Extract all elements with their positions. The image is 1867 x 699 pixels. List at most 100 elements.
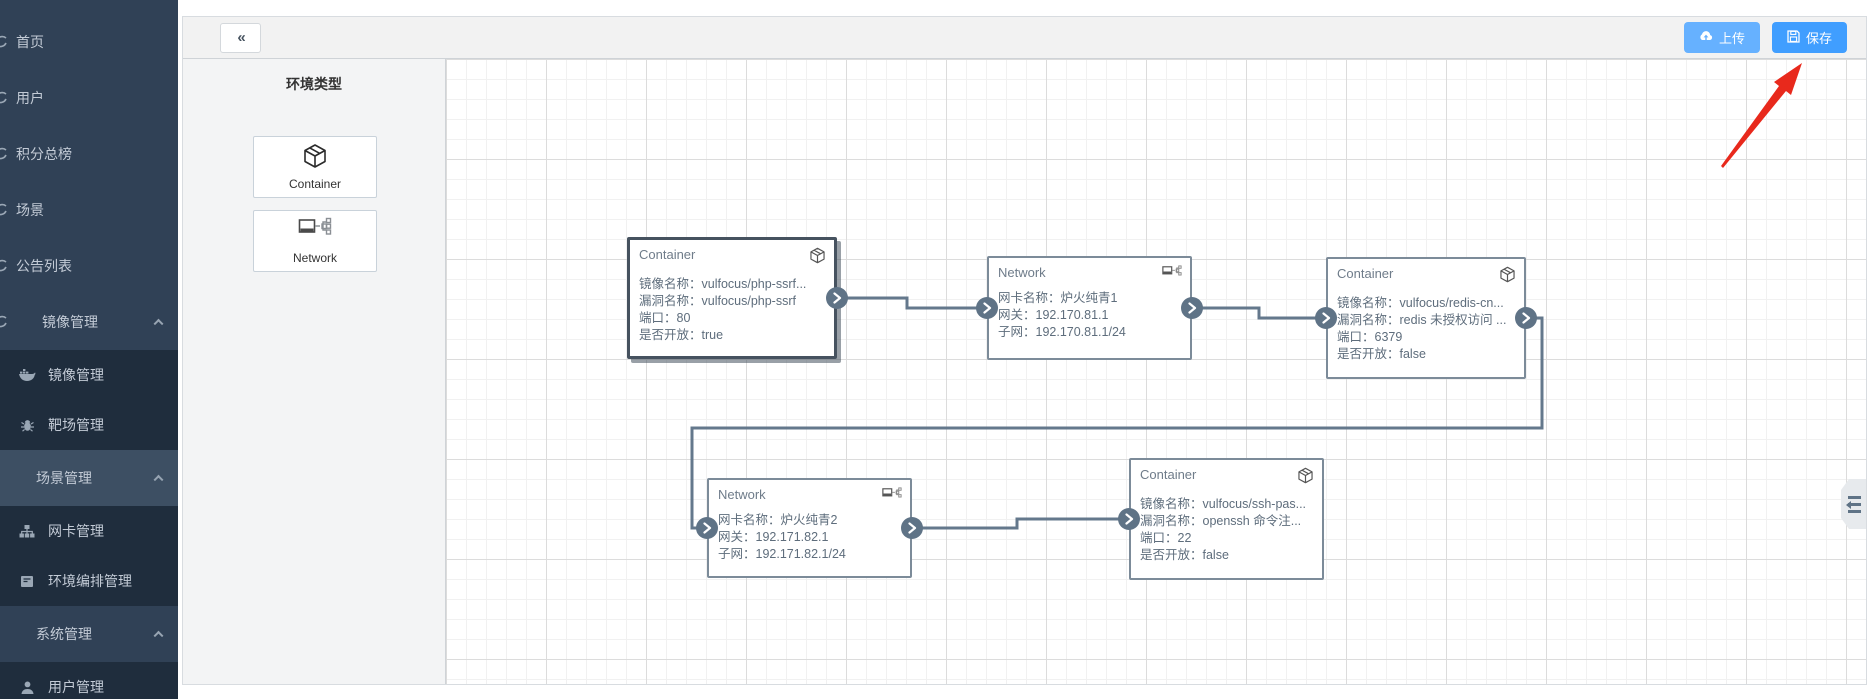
palette-item-container[interactable]: Container (253, 136, 377, 198)
sidebar-item-3-item[interactable]: 场景 (0, 182, 178, 238)
editor-frame: « 上传 保存 (182, 16, 1867, 685)
document-icon (14, 575, 40, 588)
sidebar-item-4-item[interactable]: 公告列表 (0, 238, 178, 294)
person-icon (14, 680, 40, 695)
double-chevron-left-icon: « (237, 29, 245, 46)
chevron-up-icon (153, 630, 164, 641)
container-cube-icon (1297, 467, 1314, 487)
node-connector-right[interactable] (901, 517, 923, 539)
node-connector-left[interactable] (1118, 508, 1140, 530)
container-cube-icon (809, 247, 826, 267)
sidebar-item-10-sub[interactable]: 环境编排管理 (0, 556, 178, 606)
node-connector-right[interactable] (1181, 297, 1203, 319)
node-field: 子网：192.171.82.1/24 (718, 547, 846, 561)
node-field: 端口：22 (1140, 531, 1192, 545)
sidebar: 首页用户积分总榜场景公告列表镜像管理镜像管理靶场管理场景管理网卡管理环境编排管理… (0, 0, 178, 699)
canvas-node-container-redis[interactable]: Container 镜像名称：vulfocus/redis-cn... 漏洞名称：r… (1326, 257, 1526, 379)
cloud-upload-icon (1699, 30, 1713, 45)
chevron-up-icon (153, 474, 164, 485)
sidebar-item-0-item[interactable]: 首页 (0, 14, 178, 70)
node-title: Network (998, 265, 1046, 280)
user-icon (0, 91, 8, 105)
collapse-panel-button[interactable]: « (220, 22, 261, 53)
announcement-icon (0, 259, 8, 273)
sidebar-item-9-sub[interactable]: 网卡管理 (0, 506, 178, 556)
save-button-label: 保存 (1805, 31, 1832, 46)
node-field: 是否开放：false (1337, 347, 1426, 361)
save-floppy-icon (1787, 29, 1800, 46)
chevron-right-icon (1125, 513, 1134, 525)
sidebar-item-label: 镜像管理 (48, 367, 104, 383)
sidebar-item-5-parent[interactable]: 镜像管理 (0, 294, 178, 350)
chevron-right-icon (703, 522, 712, 534)
palette-item-container-label: Container (288, 177, 342, 191)
sidebar-item-label: 积分总榜 (16, 146, 72, 162)
container-cube-icon (302, 143, 328, 174)
node-field: 漏洞名称：vulfocus/php-ssrf (639, 294, 796, 308)
connection-wire-3 (912, 517, 1129, 530)
node-field: 漏洞名称：openssh 命令注... (1140, 514, 1302, 528)
sidebar-item-label: 公告列表 (16, 258, 72, 274)
chevron-up-icon (153, 318, 164, 329)
network-node-icon (882, 487, 902, 503)
sidebar-item-8-parent[interactable]: 场景管理 (0, 450, 178, 506)
node-connector-left[interactable] (976, 297, 998, 319)
sidebar-item-12-sub[interactable]: 用户管理 (0, 662, 178, 699)
node-field: 漏洞名称：redis 未授权访问 ... (1337, 313, 1507, 327)
palette-title: 环境类型 (286, 76, 342, 92)
environment-type-palette: 环境类型 Container Network (183, 59, 446, 684)
network-node-icon (1162, 265, 1182, 281)
palette-item-network[interactable]: Network (253, 210, 377, 272)
node-field: 镜像名称：vulfocus/redis-cn... (1337, 296, 1504, 310)
node-connector-right[interactable] (826, 287, 848, 309)
node-title: Container (1337, 266, 1394, 281)
node-field: 端口：80 (639, 311, 691, 325)
network-node-icon (298, 217, 332, 248)
chevron-right-icon (1522, 312, 1531, 324)
chevron-right-icon (908, 522, 917, 534)
node-field: 网关：192.170.81.1 (998, 308, 1109, 322)
docker-icon (14, 368, 40, 382)
sidebar-item-label: 场景管理 (36, 470, 92, 486)
node-field: 镜像名称：vulfocus/ssh-pas... (1140, 497, 1307, 511)
bug-icon (14, 418, 40, 433)
upload-button-label: 上传 (1718, 31, 1745, 46)
save-button[interactable]: 保存 (1771, 22, 1847, 53)
sidebar-item-label: 网卡管理 (48, 523, 104, 539)
editor-body: 环境类型 Container Network (183, 59, 1866, 684)
node-field: 是否开放：true (639, 328, 724, 342)
node-field: 子网：192.170.81.1/24 (998, 325, 1126, 339)
palette-item-network-label: Network (292, 251, 337, 265)
node-connector-right[interactable] (1515, 307, 1537, 329)
sidebar-item-label: 靶场管理 (48, 417, 104, 433)
canvas-node-network-1[interactable]: Network 网卡名称：炉火纯青1 网关：192.170.81.1 子网：192.1… (987, 256, 1192, 360)
sidebar-item-7-sub[interactable]: 靶场管理 (0, 400, 178, 450)
connection-wire-0 (837, 296, 987, 310)
expand-right-panel-handle[interactable] (1841, 479, 1866, 529)
container-cube-icon (1499, 266, 1516, 286)
orchestration-canvas[interactable]: Container 镜像名称：vulfocus/php-ssrf... 漏洞名称：v… (446, 59, 1866, 684)
sidebar-item-label: 场景 (16, 202, 44, 218)
home-icon (0, 35, 8, 49)
sidebar-item-11-parent[interactable]: 系统管理 (0, 606, 178, 662)
ranking-icon (0, 147, 8, 161)
sidebar-item-2-item[interactable]: 积分总榜 (0, 126, 178, 182)
sidebar-item-1-item[interactable]: 用户 (0, 70, 178, 126)
node-field: 网卡名称：炉火纯青2 (718, 513, 838, 527)
sidebar-item-label: 系统管理 (36, 626, 92, 642)
sidebar-item-label: 用户管理 (48, 679, 104, 695)
node-connector-left[interactable] (1315, 307, 1337, 329)
connection-wires-layer (690, 63, 1802, 530)
node-connector-left[interactable] (696, 517, 718, 539)
images-icon (0, 315, 8, 329)
upload-button[interactable]: 上传 (1683, 22, 1760, 53)
node-title: Network (718, 487, 766, 502)
sidebar-item-label: 镜像管理 (42, 314, 98, 330)
node-field: 网卡名称：炉火纯青1 (998, 291, 1118, 305)
node-field: 镜像名称：vulfocus/php-ssrf... (639, 277, 807, 291)
connection-wire-1 (1192, 306, 1326, 320)
sidebar-item-6-sub[interactable]: 镜像管理 (0, 350, 178, 400)
